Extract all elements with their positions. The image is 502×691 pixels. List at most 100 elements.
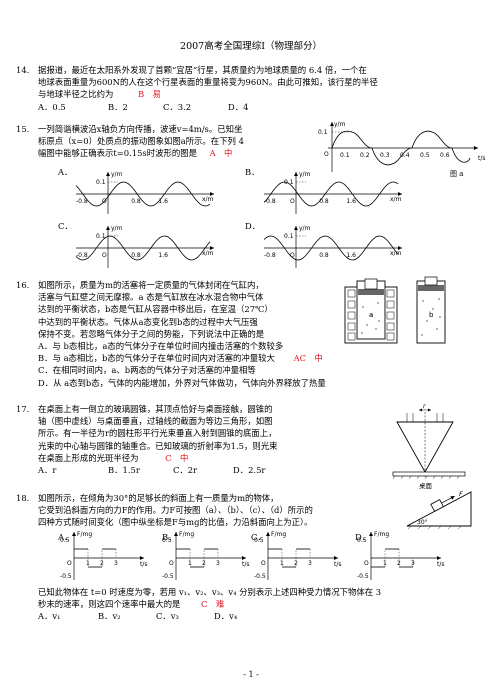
axis-label-y: F/mg <box>179 531 194 538</box>
origin-label: O <box>169 560 174 567</box>
tick-label: 3 <box>411 560 415 567</box>
question-18-continued: 已知此物体在 t=0 时速度为零，若用 v₁、v₂、v₃、v₄ 分别表示上述四种… <box>38 586 478 622</box>
origin-label: O <box>261 560 266 567</box>
figure-glass-cone: r 桌面 <box>392 403 466 490</box>
axis-label-x: t/s <box>242 561 250 568</box>
y-axis-arrow <box>369 532 373 536</box>
x-axis-arrow <box>242 556 246 560</box>
axis-label-y: F/mg <box>374 531 389 538</box>
answer-mark: A 中 <box>209 148 233 159</box>
question-text: 光束的中心轴与圆锥的轴重合。已知玻璃的折射率为1.5，则光束 <box>38 440 278 451</box>
tick-label: 0.8 <box>319 198 329 205</box>
origin-label: O <box>102 252 107 259</box>
options-row: A．v₁ B．v₂ C．v₃ D．v₄ <box>38 610 478 622</box>
axis-label-x: t/s <box>334 561 342 568</box>
option-d: D．4 <box>228 101 249 112</box>
question-text: 它受到沿斜面方向的力F的作用。力F可按图（a）、（b）、（c）、（d）所示的 <box>38 505 313 516</box>
tick-label: 0.5 <box>162 537 172 544</box>
tick-label: 0.8 <box>319 252 329 259</box>
graph-label-c: C． <box>251 532 266 542</box>
figure-incline: F 30° <box>406 490 472 530</box>
page-number: - 1 - <box>243 670 259 680</box>
x-axis-arrow <box>334 556 338 560</box>
y-axis-arrow <box>294 172 298 176</box>
question-text: 幅图中能够正确表示t=0.15s时波形的图是 A 中 <box>38 147 478 159</box>
question-text: 与地球半径之比约为 <box>38 89 114 100</box>
angle-label: 30° <box>417 519 428 526</box>
figure-cylinders: a b <box>344 276 446 344</box>
question-text: 中达到的平衡状态。气体从a态变化到b态的过程中大气压强 <box>38 316 258 327</box>
question-17: 17. 在桌面上有一倒立的玻璃圆锥，其顶点恰好与桌面接触，圆锥的 轴（图中虚线）… <box>16 403 358 476</box>
question-text: 地球表面重量为600N的人在这个行星表面的重量将变为960N。由此可推知，该行星… <box>38 77 378 88</box>
tick-label: 0.1 <box>340 152 350 159</box>
question-text: 与地球半径之比约为 B 易 <box>38 88 478 100</box>
option-b: B．与 a态相比，b态的气体分子在单位时间内对活塞的冲量较大 <box>38 353 275 364</box>
option-label-b: B． <box>245 167 260 177</box>
tick-label: 0.4 <box>400 152 410 159</box>
tick-label: 0.1 <box>284 179 294 186</box>
radius-label: r <box>423 403 426 410</box>
tick-label: -0.5 <box>357 573 369 580</box>
tick-label: 1.6 <box>346 252 356 259</box>
axis-label-x: x/m <box>390 250 402 257</box>
tick-label: 2 <box>100 560 104 567</box>
axis-label-x: x/m <box>202 250 214 257</box>
question-14: 14. 据报道，最近在太阳系外发现了首颗“宜居”行星，其质量约为地球质量的 6.… <box>16 64 478 113</box>
table-label: 桌面 <box>419 481 433 490</box>
axis-label-x: t/s <box>437 561 445 568</box>
x-axis-arrow <box>210 246 214 250</box>
question-15: 15. 一列简谐横波沿x轴负方向传播，波速v=4m/s。已知坐 标原点（x=0）… <box>16 123 478 160</box>
tick-label: 3 <box>114 560 118 567</box>
option-a: A．0.5 <box>38 101 66 112</box>
option-c: C．3.2 <box>163 101 192 112</box>
wave-curve <box>75 235 211 261</box>
question-text: 在桌面上形成的光斑半径为 C 中 <box>38 452 358 464</box>
question-number: 18. <box>16 493 30 503</box>
question-text: 在桌面上有一倒立的玻璃圆锥，其顶点恰好与桌面接触，圆锥的 <box>38 404 273 414</box>
y-axis-arrow <box>294 226 298 230</box>
tick-label: 0.8 <box>131 252 141 259</box>
origin-label: O <box>102 198 107 205</box>
question-text: 如图所示，质量为m的活塞将一定质量的气体封闭在气缸内， <box>38 280 264 290</box>
question-text: 如图所示，在倾角为30°的足够长的斜面上有一质量为m的物体， <box>38 493 279 503</box>
axis-label-y: F/mg <box>271 531 286 538</box>
origin-label: O <box>364 560 369 567</box>
tick-label: -0.5 <box>254 573 266 580</box>
question-text: 四种方式随时间变化（图中纵坐标是F与mg的比值，力沿斜面向上为正）。 <box>38 517 313 528</box>
option-c: C．在相同时间内，a、b两态的气体分子对活塞的冲量相等 <box>38 365 256 376</box>
x-axis-arrow <box>437 556 441 560</box>
question-number: 17. <box>16 404 30 414</box>
option-label-c: C． <box>58 221 73 231</box>
wave-curve <box>75 181 211 207</box>
tick-label: 1 <box>188 560 192 567</box>
graph-label-b: B． <box>162 532 177 542</box>
axis-label-x: t/s <box>140 561 148 568</box>
tick-label: 1 <box>86 560 90 567</box>
axis-label-y: y/m <box>111 225 123 232</box>
page-title: 2007高考全国理综Ⅰ（物理部分） <box>180 41 322 52</box>
tick-label: 0.8 <box>131 198 141 205</box>
tick-label: 0.5 <box>60 537 70 544</box>
tick-label: 0.1 <box>318 129 328 136</box>
tick-label: -0.8 <box>76 252 88 259</box>
x-axis-arrow <box>210 192 214 196</box>
axis-label-x: t/s <box>478 155 486 162</box>
tick-label: -0.5 <box>60 573 72 580</box>
question-text: 达到的平衡状态，b态是气缸从容器中移出后，在室温（27℃） <box>38 304 273 315</box>
tick-label: 0.6 <box>440 152 450 159</box>
wave-curve <box>263 235 399 261</box>
option-a: A．r <box>38 464 57 475</box>
option-b: B．2 <box>108 101 128 112</box>
tick-label: 0.1 <box>96 179 106 186</box>
question-text: 已知此物体在 t=0 时速度为零，若用 v₁、v₂、v₃、v₄ 分别表示上述四种… <box>38 587 382 597</box>
answer-mark: C 难 <box>201 599 225 610</box>
question-16: 16. 如图所示，质量为m的活塞将一定质量的气体封闭在气缸内， 活塞与气缸壁之间… <box>16 279 340 389</box>
question-text: 在桌面上形成的光斑半径为 <box>38 452 139 463</box>
question-number: 15. <box>16 124 30 134</box>
question-text: 所示。有一半径为r的圆柱形平行光束垂直入射到圆锥的底面上， <box>38 428 277 439</box>
graph-label-a: A． <box>58 532 73 542</box>
